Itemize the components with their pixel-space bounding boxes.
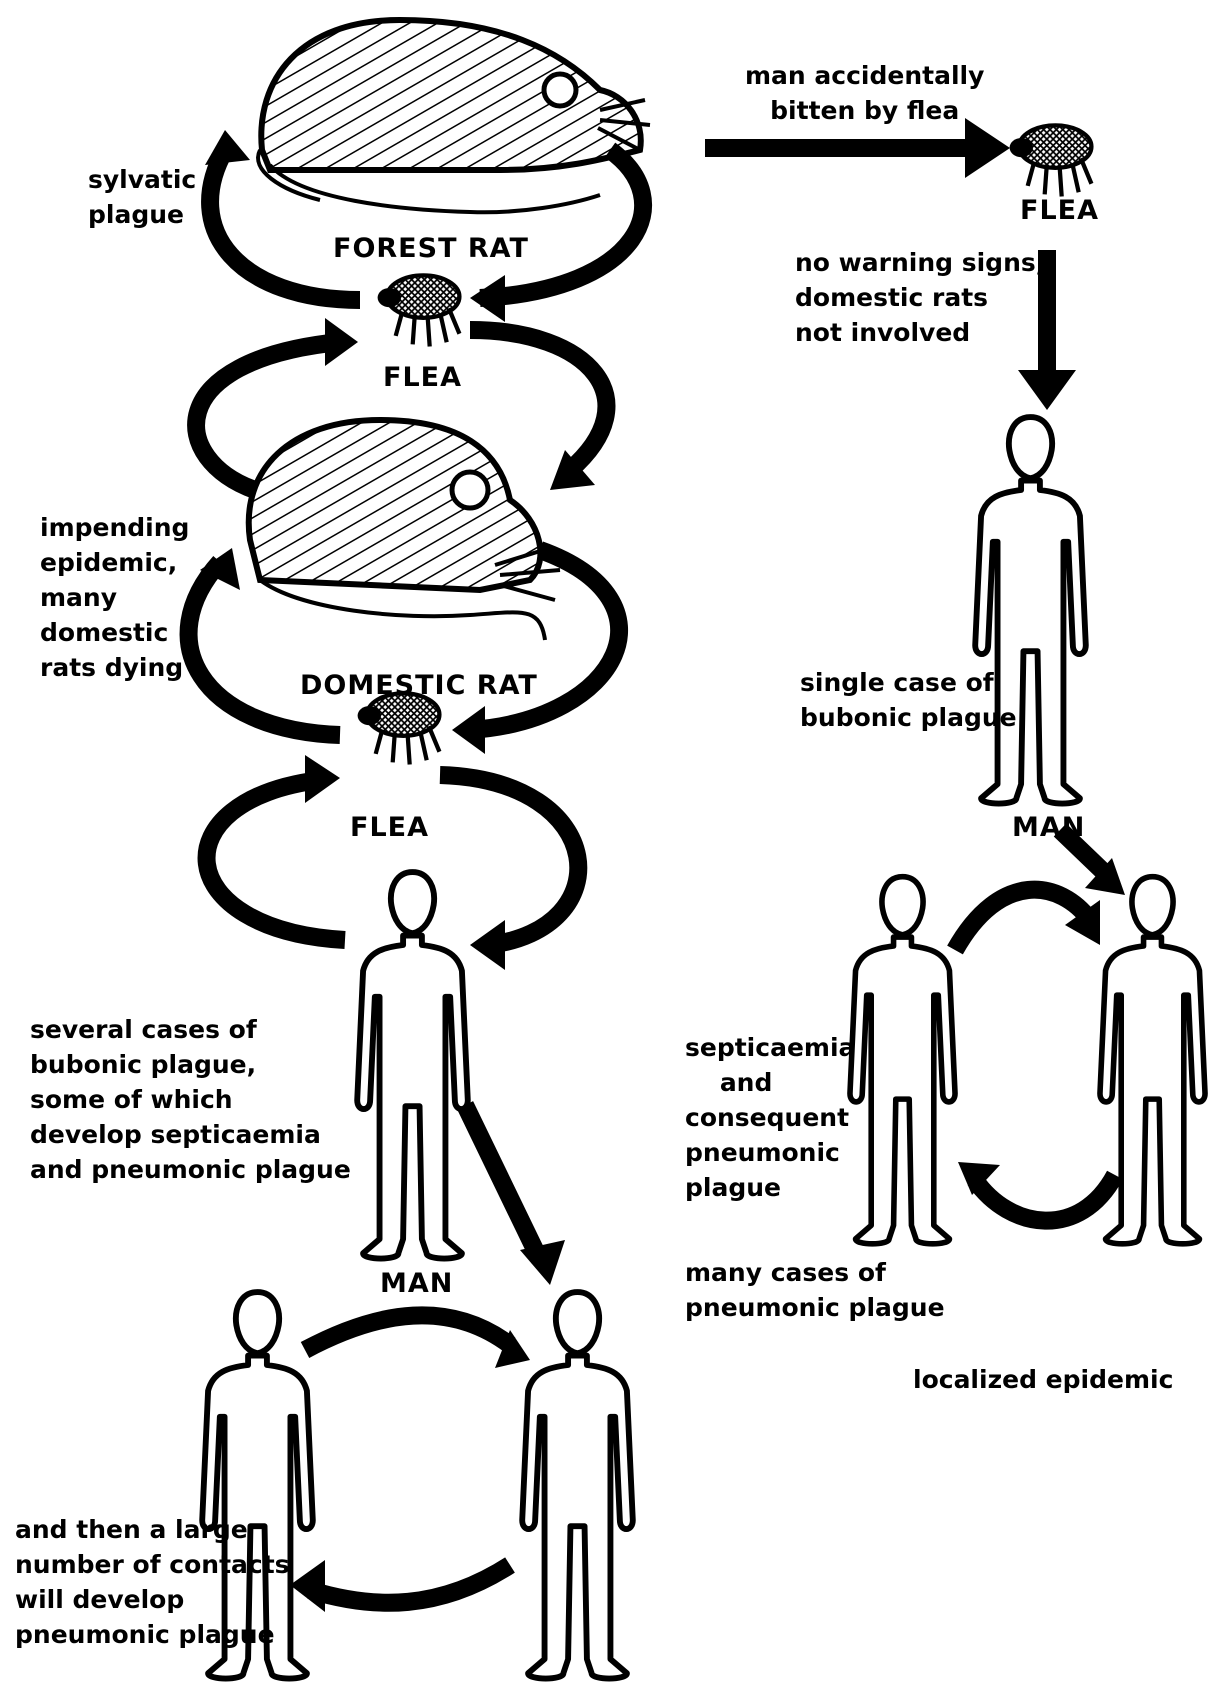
label-impending-epidemic: impending epidemic, many domestic rats d…	[40, 513, 190, 682]
pneumonic-loop-right	[947, 880, 1123, 1230]
flea-man-arrows	[197, 755, 588, 970]
man-to-contacts-arrow-left	[456, 1101, 565, 1285]
man-to-contacts-arrow-right	[1053, 823, 1125, 895]
caption-flea-top: FLEA	[383, 362, 462, 393]
caption-forest-rat: FOREST RAT	[333, 233, 529, 264]
sylvatic-cycle-arrows	[201, 130, 653, 322]
flea-to-domestic-rat-arrows	[187, 318, 616, 499]
man-right-figure	[975, 417, 1086, 803]
label-no-warning: no warning signs, domestic rats not invo…	[795, 248, 1046, 347]
label-several-cases: several cases of bubonic plague, some of…	[30, 1015, 351, 1184]
label-man-accidentally-bitten: man accidentally bitten by flea	[745, 61, 985, 125]
caption-flea-right: FLEA	[1020, 195, 1099, 226]
label-many-cases: many cases of pneumonic plague	[685, 1258, 945, 1322]
domestic-cycle-arrows	[179, 541, 628, 754]
flea-top-drawing	[378, 275, 460, 346]
label-sylvatic-plague: sylvatic plague	[88, 165, 197, 229]
man-left-figure	[357, 872, 468, 1258]
caption-man-left: MAN	[380, 1268, 454, 1299]
label-septicaemia: septicaemia and consequent pneumonic pla…	[685, 1033, 856, 1202]
forest-rat-drawing	[256, 16, 651, 215]
caption-flea-middle: FLEA	[350, 812, 429, 843]
caption-man-right: MAN	[1012, 812, 1086, 843]
person-right-1	[850, 877, 955, 1244]
label-large-number: and then a large number of contacts will…	[15, 1515, 290, 1649]
caption-domestic-rat: DOMESTIC RAT	[300, 670, 538, 701]
label-localized-epidemic: localized epidemic	[913, 1365, 1174, 1394]
person-bottom-2	[522, 1292, 633, 1678]
flea-right-drawing	[1010, 125, 1092, 196]
domestic-rat-drawing	[245, 416, 561, 641]
flea-bite-arrow	[705, 118, 1010, 178]
flea-to-man-arrow	[1018, 250, 1076, 410]
pneumonic-loop-bottom	[290, 1306, 530, 1612]
label-single-case: single case of bubonic plague	[800, 668, 1017, 732]
flea-middle-drawing	[358, 693, 440, 764]
